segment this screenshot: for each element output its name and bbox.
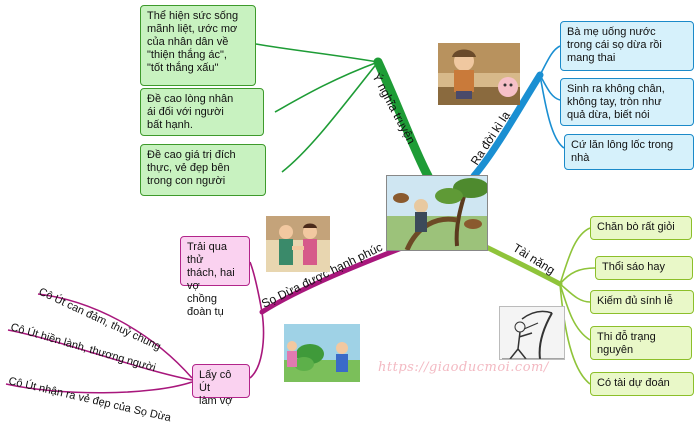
y-nghia-box-2: Đề cao lòng nhân ái đối với người bất hạ… <box>140 88 264 136</box>
branch-y-nghia-label: Ý nghĩa truyện <box>369 70 419 146</box>
ra-doi-1-line-1: Bà mẹ uống nước <box>567 26 656 38</box>
connector-co-ut-1 <box>37 293 193 379</box>
tai-nang-box-2: Thổi sáo hay <box>595 256 693 280</box>
couple-illustration <box>266 216 330 272</box>
connector-hanh-phuc-1 <box>249 261 263 313</box>
connector-y-nghia-1 <box>255 43 379 63</box>
connector-co-ut-3 <box>5 381 193 394</box>
connector-ra-doi-1 <box>539 45 561 76</box>
tai-nang-2-line-1: Thổi sáo hay <box>602 261 665 273</box>
trai-qua-line-2: thách, hai vợ <box>187 267 235 292</box>
y-nghia-1-line-3: của nhân dân về <box>147 36 229 48</box>
connector-ra-doi-3 <box>539 74 565 149</box>
y-nghia-box-3: Đề cao giá trị đích thực, vẻ đẹp bên tro… <box>140 144 266 196</box>
hanh-phuc-box-lay-co-ut: Lấy cô Út làm vợ <box>192 364 250 407</box>
y-nghia-box-1: Thể hiện sức sống mãnh liệt, ước mơ của … <box>140 5 256 86</box>
gift-illustration <box>284 324 360 382</box>
watermark-text: https://giaoducmoi.com/ <box>378 360 549 375</box>
y-nghia-2-line-1: Đề cao lòng nhân <box>147 93 234 105</box>
tai-nang-box-3: Kiếm đủ sính lễ <box>590 290 694 314</box>
y-nghia-3-line-3: trong con người <box>147 175 226 187</box>
ra-doi-1-line-2: trong cái sọ dừa rồi <box>567 39 662 51</box>
y-nghia-1-line-1: Thể hiện sức sống <box>147 10 239 22</box>
lay-co-ut-line-2: làm vợ <box>199 395 233 407</box>
ra-doi-box-2: Sinh ra không chân, không tay, tròn như … <box>560 78 694 126</box>
y-nghia-1-line-4: "thiện thắng ác", <box>147 49 227 61</box>
co-ut-trait-3: Cô Út nhận ra vẻ đẹp của Sọ Dừa <box>7 374 173 424</box>
tai-nang-3-line-1: Kiếm đủ sính lễ <box>597 295 673 307</box>
connector-tai-nang-1 <box>559 227 591 285</box>
connector-y-nghia-2 <box>274 61 379 113</box>
branch-ra-doi-line <box>470 71 544 180</box>
tai-nang-box-1: Chăn bò rất giỏi <box>590 216 692 240</box>
ra-doi-box-3: Cứ lăn lông lốc trong nhà <box>564 134 694 170</box>
ra-doi-2-line-3: quả dừa, biết nói <box>567 109 650 121</box>
lay-co-ut-line-1: Lấy cô Út <box>199 369 232 394</box>
mother-illustration <box>438 43 520 105</box>
tai-nang-5-line-1: Có tài dự đoán <box>597 377 670 389</box>
ra-doi-box-1: Bà mẹ uống nước trong cái sọ dừa rồi man… <box>560 21 694 71</box>
y-nghia-1-line-5: "tốt thắng xấu" <box>147 62 219 74</box>
trai-qua-line-3: chồng đoàn tụ <box>187 293 224 318</box>
y-nghia-3-line-1: Đề cao giá trị đích <box>147 149 236 161</box>
ra-doi-3-line-1: Cứ lăn lông lốc trong <box>571 139 674 151</box>
y-nghia-1-line-2: mãnh liệt, ước mơ <box>147 23 238 35</box>
tai-nang-4-line-1: Thi đỗ trạng <box>597 331 656 343</box>
hanh-phuc-box-trai-qua: Trải qua thử thách, hai vợ chồng đoàn tụ <box>180 236 250 318</box>
y-nghia-3-line-2: thực, vẻ đẹp bên <box>147 162 230 174</box>
tai-nang-4-line-2: nguyên <box>597 344 634 356</box>
connector-ra-doi-2 <box>539 74 561 101</box>
connector-co-ut-2 <box>7 329 193 381</box>
tai-nang-box-4: Thi đỗ trạng nguyên <box>590 326 692 360</box>
branch-y-nghia-line <box>373 57 433 181</box>
connector-y-nghia-3 <box>281 61 379 173</box>
connector-hanh-phuc-2 <box>249 311 265 379</box>
ra-doi-2-line-1: Sinh ra không chân, <box>567 83 665 95</box>
flute-illustration <box>499 306 565 360</box>
y-nghia-2-line-2: ái đối với người <box>147 106 224 118</box>
tai-nang-box-5: Có tài dự đoán <box>590 372 694 396</box>
connector-tai-nang-2 <box>559 267 596 285</box>
connector-tai-nang-5 <box>559 283 591 385</box>
y-nghia-2-line-3: bất hạnh. <box>147 119 193 131</box>
connector-tai-nang-3 <box>559 283 591 303</box>
branch-hanh-phuc-line <box>259 241 415 315</box>
ra-doi-1-line-3: mang thai <box>567 52 616 64</box>
connector-tai-nang-4 <box>559 283 591 341</box>
tai-nang-1-line-1: Chăn bò rất giỏi <box>597 221 675 233</box>
ra-doi-2-line-2: không tay, tròn như <box>567 96 662 108</box>
trai-qua-line-1: Trải qua thử <box>187 241 227 266</box>
ra-doi-3-line-2: nhà <box>571 152 590 164</box>
center-illustration <box>386 175 488 251</box>
